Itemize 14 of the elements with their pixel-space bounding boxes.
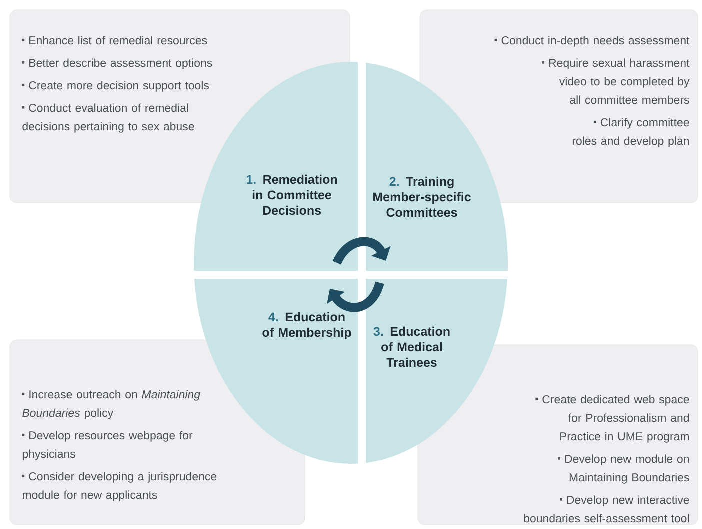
curved-arrow: [327, 282, 384, 312]
quadrant: 2. Training Member-specific Committees: [366, 62, 508, 271]
bullet-item: Develop new module on Maintaining Boundaries: [558, 454, 690, 484]
quadrant: 3. Education of Medical Trainees: [366, 278, 508, 464]
curved-arrow: [333, 237, 391, 266]
bullet-item: Develop resources webpage for physicians: [22, 431, 193, 460]
bullet-item: Conduct evaluation of remedial decisions pertaining to sex abuse: [22, 104, 194, 133]
bullet-item: Require sexual harassment video to be completed by all committee members: [542, 58, 690, 104]
bullet-item: Create dedicated web space for Professionalism and Practice in UME program: [536, 395, 690, 443]
bullet-item: Develop new interactive boundaries self-assessment tool: [524, 496, 690, 523]
bullet-item: Consider developing a jurisprudence module for new applicants: [22, 472, 217, 502]
bullet-item: Conduct in-depth needs assessment: [494, 36, 690, 47]
bullet-item: Enhance list of remedial resources: [22, 36, 208, 45]
bullet-item: Clarify committee roles and develop plan: [572, 118, 690, 148]
